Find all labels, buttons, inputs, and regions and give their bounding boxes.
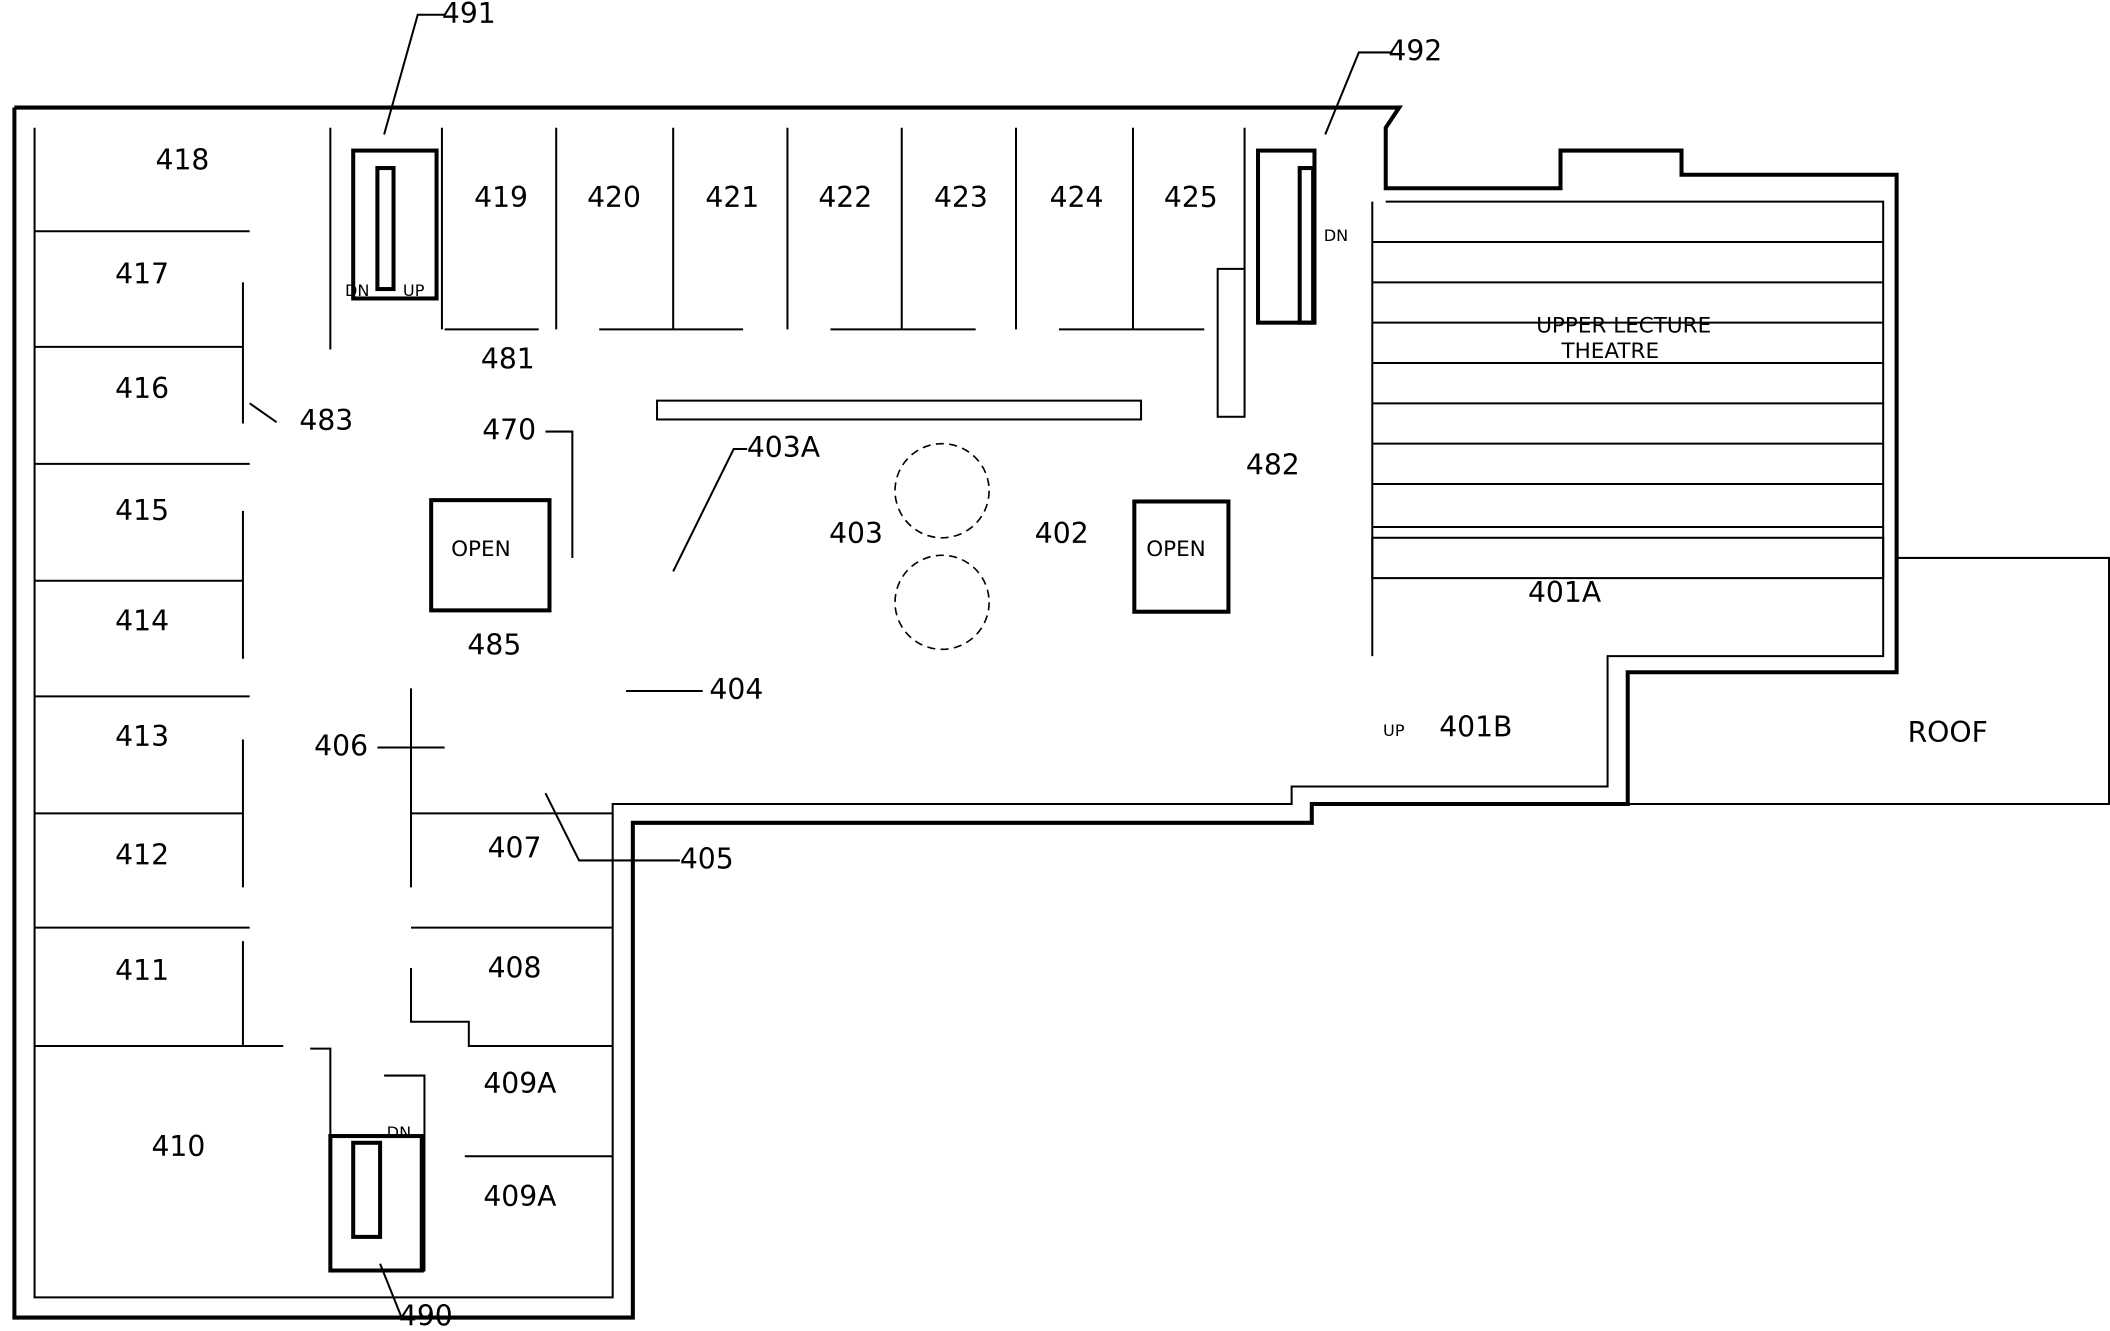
room-label-492: 492 [1388,34,1442,67]
theatre-label: UPPER LECTURE [1536,314,1711,339]
room-label-420: 420 [587,181,641,214]
room-label-421: 421 [705,181,759,214]
room-label-404: 404 [709,673,763,706]
room-label-417: 417 [115,258,169,291]
room-label-422: 422 [818,181,872,214]
room-label-403A: 403A [747,431,821,464]
room-label-413: 413 [115,720,169,753]
room-label-405: 405 [680,842,734,875]
room-label-419: 419 [474,181,528,214]
stair-dn-label: DN [1324,226,1348,245]
interior-walls [34,127,1885,1272]
roof-label: ROOF [1908,716,1988,749]
room-label-491: 491 [442,0,496,30]
room-label-402: 402 [1035,517,1089,550]
room-label-470: 470 [482,414,536,447]
open-label: OPEN [1146,537,1206,562]
room-label-412: 412 [115,838,169,871]
room-label-406: 406 [314,730,368,763]
room-label-425: 425 [1164,181,1218,214]
room-label-416: 416 [115,372,169,405]
leader-lines [249,13,1393,1318]
room-label-482: 482 [1246,449,1300,482]
room-label-423: 423 [934,181,988,214]
stair-dn-label: DN [345,281,369,300]
theatre-label: THEATRE [1560,339,1659,364]
room-label-418: 418 [156,143,210,176]
theatre-seating-rows [1372,240,1884,529]
room-label-411: 411 [115,954,169,987]
room-label-403: 403 [829,517,883,550]
room-label-424: 424 [1050,181,1104,214]
outer-walls [12,105,2110,1320]
room-label-409A: 409A [483,1180,557,1213]
open-label: OPEN [451,537,511,562]
stair-up-label: UP [403,281,425,300]
room-label-408: 408 [488,951,542,984]
room-label-485: 485 [467,629,521,662]
stair-492 [1255,148,1317,325]
room-label-415: 415 [115,494,169,527]
room-label-481: 481 [481,342,535,375]
room-label-407: 407 [488,832,542,865]
stair-491 [351,148,439,301]
door-swings [894,442,990,651]
room-label-483: 483 [299,404,353,437]
room-label-490: 490 [399,1300,453,1331]
room-label-414: 414 [115,604,169,637]
room-label-410: 410 [151,1130,205,1163]
room-label-401A: 401A [1528,576,1602,609]
stair-490 [328,1134,424,1273]
stair-dn-label: DN [387,1123,411,1142]
room-label-401B: 401B [1439,711,1512,744]
stair-up-label: UP [1383,721,1405,740]
room-label-409A: 409A [483,1067,557,1100]
